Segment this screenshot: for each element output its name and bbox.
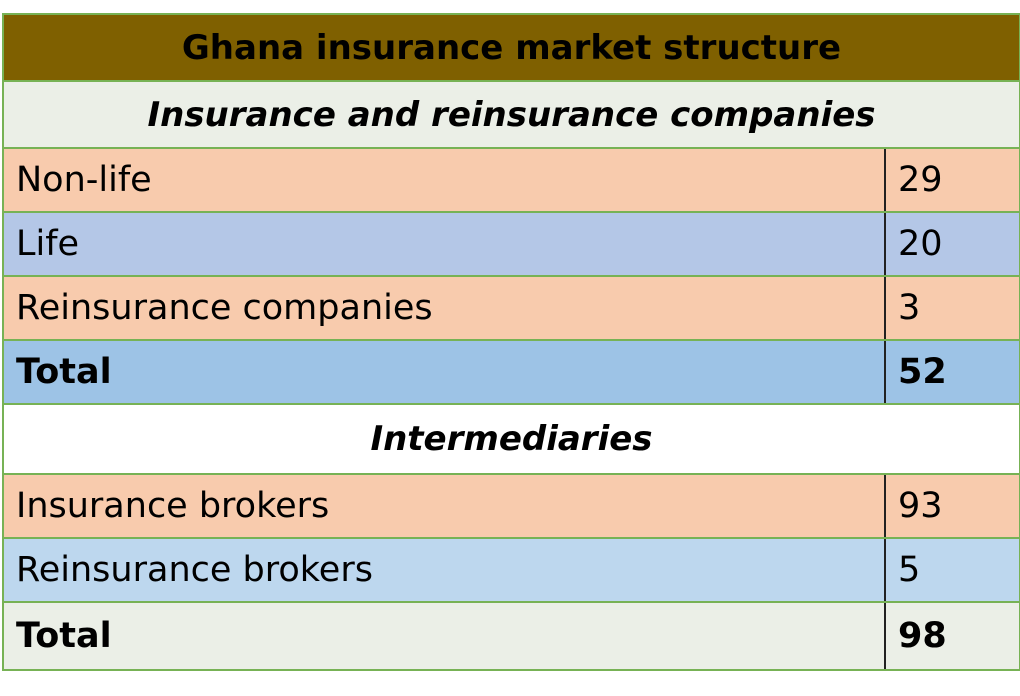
row-value: 93 xyxy=(898,486,943,526)
total-label: Total xyxy=(4,341,886,403)
section-heading-companies: Insurance and reinsurance companies xyxy=(4,82,1019,149)
total-row-intermediaries: Total 98 xyxy=(4,603,1019,669)
row-value: 29 xyxy=(898,160,943,200)
section-heading: Insurance and reinsurance companies xyxy=(147,94,876,135)
row-label: Reinsurance brokers xyxy=(4,539,886,601)
table-row: Reinsurance companies 3 xyxy=(4,277,1019,341)
total-row-companies: Total 52 xyxy=(4,341,1019,405)
total-value: 98 xyxy=(898,616,947,656)
total-value: 52 xyxy=(898,352,947,392)
row-value: 3 xyxy=(898,288,921,328)
market-structure-table: Ghana insurance market structure Insuran… xyxy=(2,13,1020,671)
table-title-row: Ghana insurance market structure xyxy=(4,15,1019,82)
row-value: 20 xyxy=(898,224,943,264)
table-row: Life 20 xyxy=(4,213,1019,277)
table-row: Reinsurance brokers 5 xyxy=(4,539,1019,603)
total-label: Total xyxy=(4,603,886,669)
table-row: Insurance brokers 93 xyxy=(4,475,1019,539)
row-label: Insurance brokers xyxy=(4,475,886,537)
row-label: Reinsurance companies xyxy=(4,277,886,339)
section-heading: Intermediaries xyxy=(370,419,653,459)
section-heading-intermediaries: Intermediaries xyxy=(4,405,1019,475)
table-row: Non-life 29 xyxy=(4,149,1019,213)
row-label: Life xyxy=(4,213,886,275)
row-value: 5 xyxy=(898,550,921,590)
row-label: Non-life xyxy=(4,149,886,211)
table-title: Ghana insurance market structure xyxy=(181,27,842,68)
